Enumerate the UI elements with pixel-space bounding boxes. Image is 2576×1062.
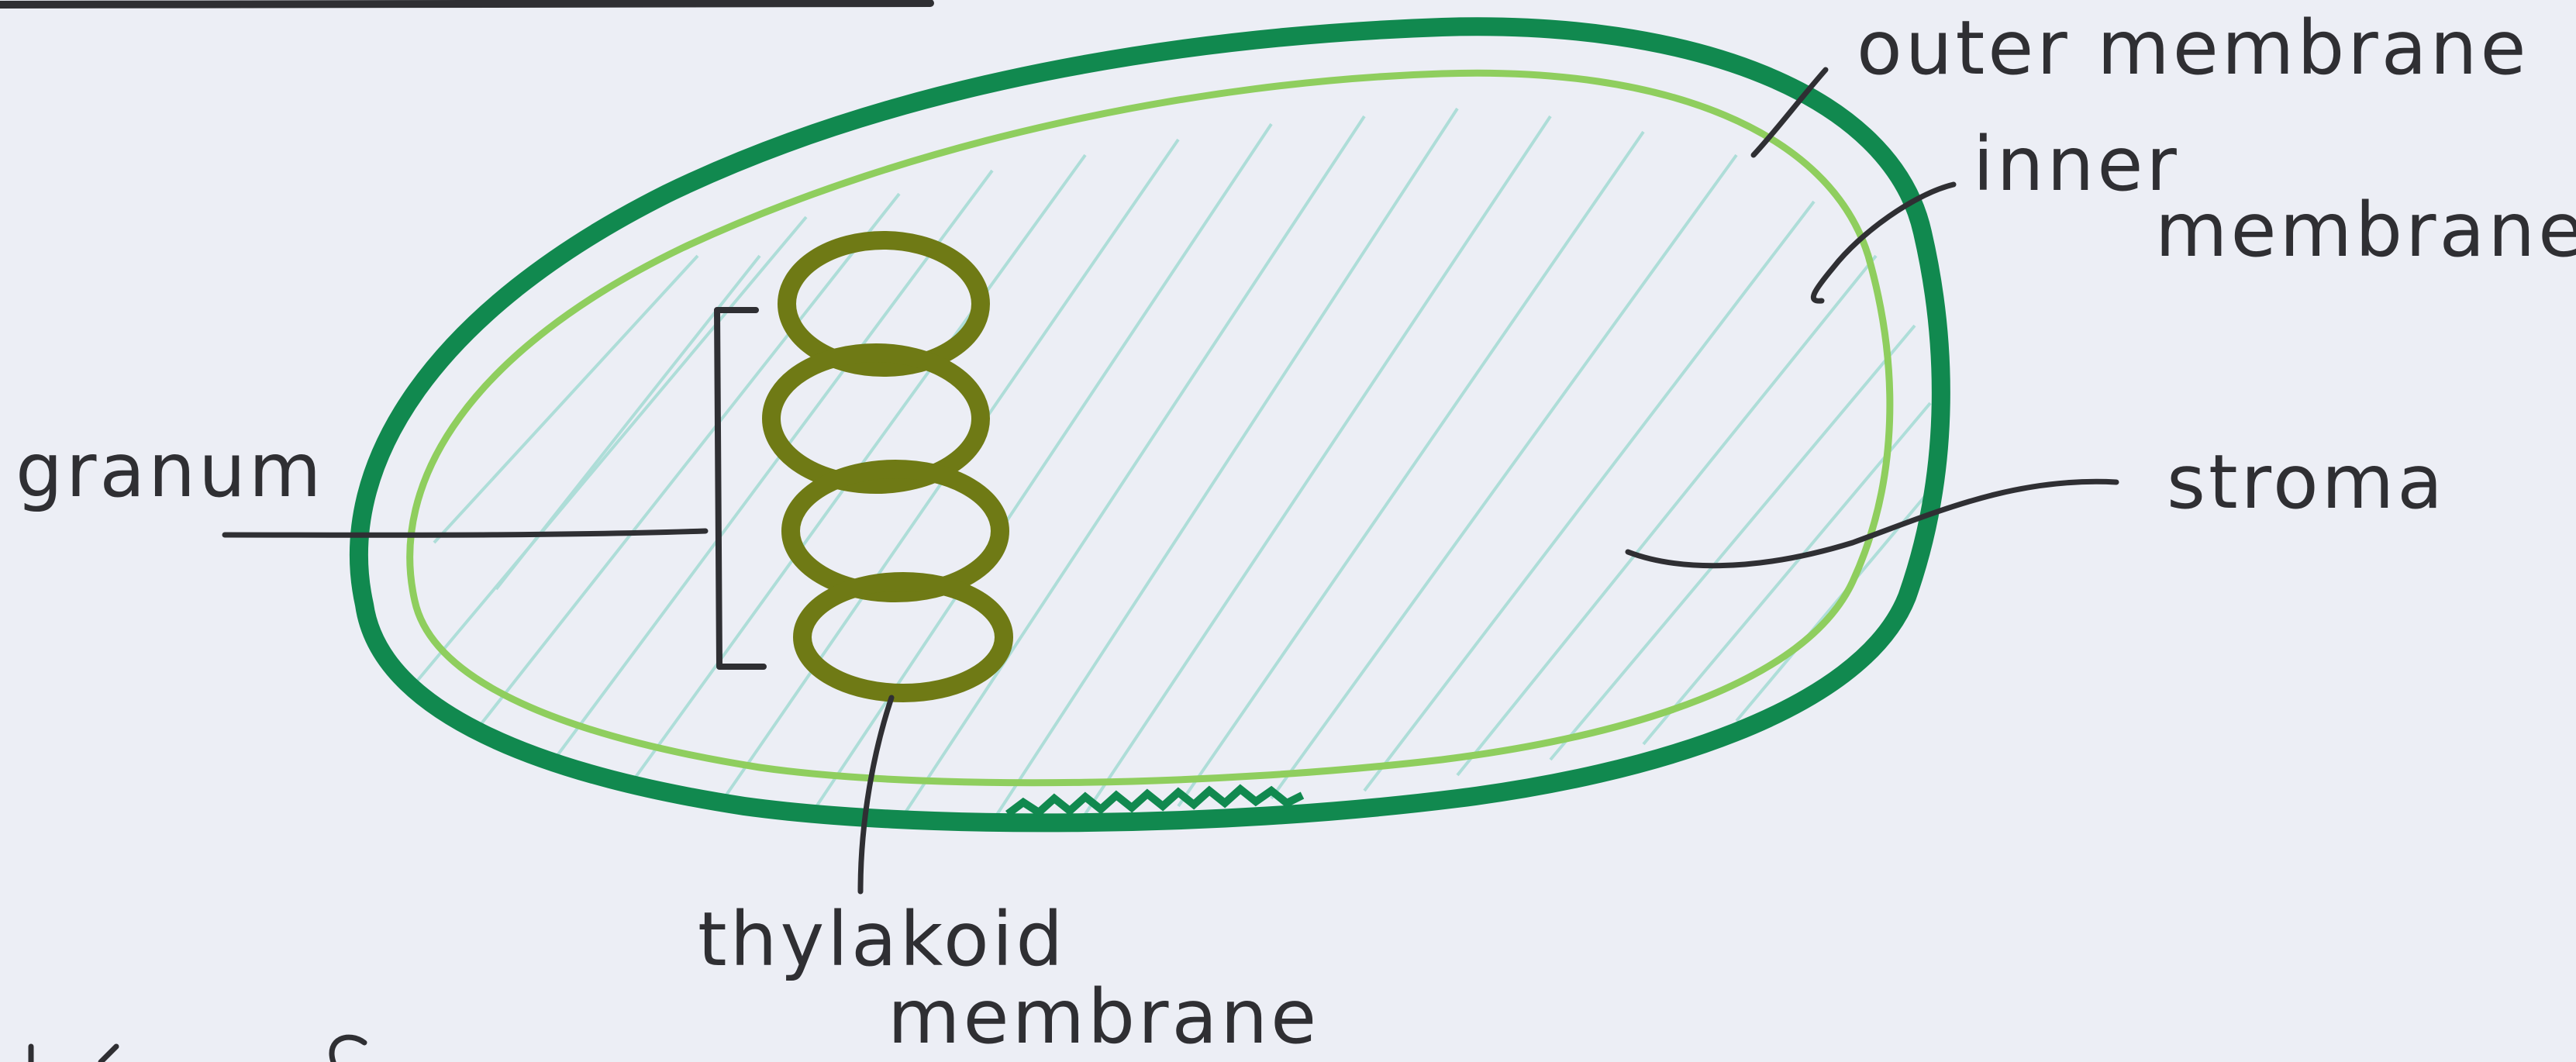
top-pencil-line [0, 3, 930, 5]
inner-membrane-label-line1: inner [1973, 121, 2180, 208]
granum-label: granum [16, 427, 324, 514]
outer-membrane-label: outer membrane [1857, 5, 2529, 91]
thylakoid-label-line2: membrane [888, 974, 1319, 1060]
thylakoid-label-line1: thylakoid [698, 896, 1066, 983]
inner-membrane-label-line2: membrane [2155, 187, 2576, 274]
stroma-label: stroma [2167, 439, 2446, 526]
